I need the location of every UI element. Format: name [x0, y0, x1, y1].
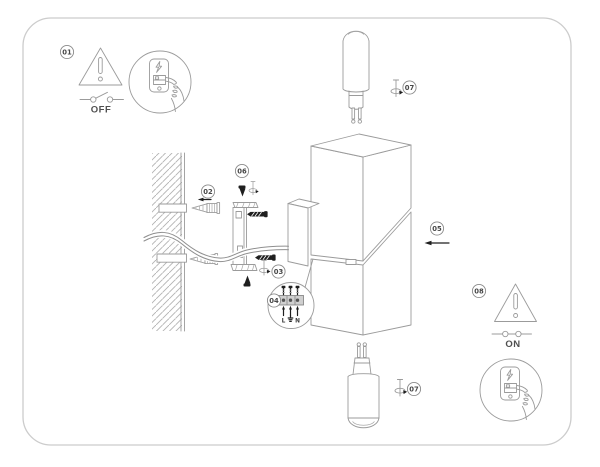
- set-screw-top-icon: [238, 185, 246, 197]
- g9-bulb-bottom-icon: [347, 342, 380, 429]
- step-badge-02: 02: [200, 184, 216, 199]
- step-03-mounting-screws: 03: [246, 210, 286, 279]
- step-badge-08-number: 08: [474, 287, 484, 295]
- step-badge-05-number: 05: [432, 225, 442, 233]
- on-label: ON: [505, 339, 520, 350]
- drill-hole-bottom: [156, 253, 187, 263]
- step-badge-07-top-number: 07: [405, 84, 415, 92]
- warning-triangle-icon: [494, 283, 537, 322]
- warning-triangle-icon: [78, 47, 123, 86]
- step-badge-07-bottom-number: 07: [409, 385, 419, 393]
- step-02-anchors: 02: [189, 184, 221, 265]
- terminal-label-live: L: [282, 319, 286, 325]
- step-06-set-screws: 06: [234, 163, 260, 287]
- step-badge-07-bottom: 07: [406, 381, 422, 397]
- step-07-bottom-bulb: 07: [347, 342, 422, 429]
- supply-cable: [143, 230, 289, 264]
- switch-press-detail-bubble: [479, 358, 543, 422]
- step-badge-06: 06: [234, 163, 250, 179]
- set-screw-bottom-icon: [243, 275, 251, 287]
- step-badge-03-number: 03: [274, 268, 284, 276]
- step-07-top-bulb: 07: [342, 30, 417, 124]
- step-badge-06-number: 06: [237, 167, 247, 175]
- drill-hole-top: [158, 203, 187, 213]
- step-badge-02-number: 02: [203, 188, 213, 196]
- switch-open-icon: [79, 91, 124, 103]
- seam-clip: [345, 259, 357, 265]
- earth-symbol-icon: [287, 314, 294, 322]
- terminal-detail-bubble: [267, 282, 315, 329]
- lamp-body: [310, 133, 412, 336]
- step-badge-01-number: 01: [62, 48, 72, 56]
- step-05-attach-body: 05: [424, 221, 450, 246]
- bracket-hole-top: [235, 211, 242, 219]
- step-08-power-on: 08 ON: [471, 283, 543, 422]
- terminal-screws: [281, 285, 300, 297]
- junction-box: [287, 198, 320, 267]
- step-01-power-off: 01 OFF: [59, 44, 192, 116]
- off-label: OFF: [91, 105, 112, 116]
- step-badge-04: 04: [266, 293, 282, 308]
- step-badge-08: 08: [471, 283, 487, 299]
- g9-bulb-top-icon: [342, 30, 370, 124]
- switch-closed-icon: [491, 330, 532, 338]
- step-badge-03: 03: [271, 264, 286, 279]
- step-04-terminal-detail: L N 04: [266, 258, 315, 329]
- step-badge-01: 01: [59, 44, 75, 60]
- terminal-label-neutral: N: [295, 319, 300, 325]
- step-badge-04-number: 04: [269, 297, 279, 305]
- step-badge-07-top: 07: [402, 80, 417, 95]
- terminal-block: [278, 285, 304, 317]
- switch-press-detail-bubble: [128, 50, 192, 114]
- step-badge-05: 05: [429, 221, 445, 236]
